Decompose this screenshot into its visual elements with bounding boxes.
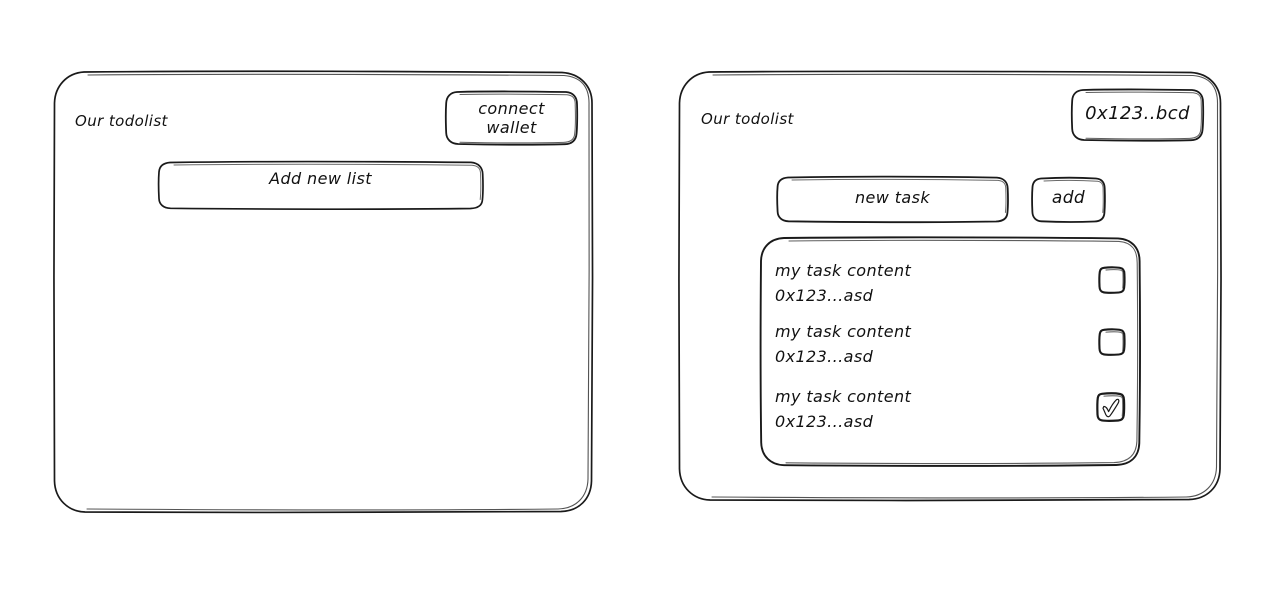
add-task-button[interactable]: add [1030,176,1107,223]
new-task-input[interactable]: new task [775,175,1010,224]
page-title-right: Our todolist [701,110,794,128]
task-row-2-owner: 0x123...asd [775,412,874,431]
screen-disconnected-frame [52,70,594,514]
add-task-label: add [1051,188,1086,208]
task-list-card [758,236,1142,468]
task-row-2-checkbox-checked-icon[interactable] [1096,392,1126,422]
connect-wallet-label-line1: connect [478,99,545,118]
task-row-0-content: my task content [775,261,912,280]
wallet-address-button[interactable]: 0x123..bcd [1070,88,1205,142]
task-row-2-content: my task content [775,387,912,406]
page-title-left: Our todolist [75,112,168,130]
task-row-1-content: my task content [775,322,912,341]
connect-wallet-button[interactable]: connect wallet [444,90,579,146]
task-row-1-owner: 0x123...asd [775,347,874,366]
task-row-0-checkbox-empty-icon[interactable] [1098,266,1126,294]
add-new-list-label: Add new list [269,169,372,188]
task-row-0-owner: 0x123...asd [775,286,874,305]
wallet-address-label: 0x123..bcd [1085,103,1190,124]
screen-connected-frame [677,70,1223,502]
task-row-1-checkbox-empty-icon[interactable] [1098,328,1126,356]
connect-wallet-label-line2: wallet [486,118,537,137]
new-task-input-value: new task [854,188,931,207]
add-new-list-button[interactable]: Add new list [156,160,485,210]
